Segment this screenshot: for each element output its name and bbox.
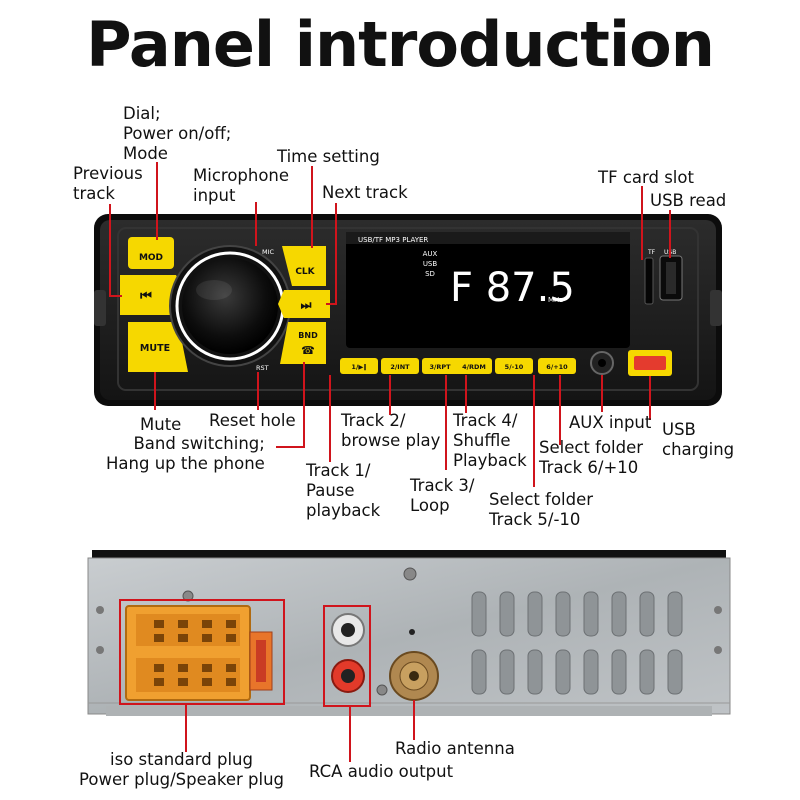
- label-tf-card-slot: TF card slot: [598, 168, 694, 187]
- bnd-button: BND ☎: [280, 322, 326, 364]
- button-4-label: 4/RDM: [462, 363, 486, 371]
- vent-slots: [471, 591, 683, 695]
- rst-mark: RST: [256, 364, 269, 372]
- page-title: Panel introduction: [86, 8, 715, 81]
- bnd-button-label: BND: [298, 331, 318, 340]
- aux-jack: [590, 351, 614, 375]
- next-icon: ⏭: [301, 298, 312, 312]
- mode-button-label: MOD: [139, 253, 163, 263]
- label-track1: Track 1/ Pause playback: [306, 461, 381, 520]
- label-usb-read: USB read: [650, 191, 727, 210]
- clk-button: CLK: [282, 246, 326, 286]
- device-label: USB/TF MP3 PLAYER: [358, 236, 428, 244]
- label-mute: Mute: [140, 415, 182, 434]
- display-source-sd: SD: [425, 270, 435, 278]
- label-usb-charging: USB charging: [662, 420, 735, 459]
- button-3-label: 3/RPT: [429, 363, 451, 371]
- label-track2: Track 2/ browse play: [341, 411, 441, 450]
- display-source-usb: USB: [423, 260, 438, 268]
- tf-slot: TF: [644, 249, 656, 305]
- label-previous-track: Previous track: [73, 164, 143, 203]
- usb-charging-port: [628, 350, 672, 376]
- phone-hangup-icon: ☎: [301, 344, 315, 357]
- mic-mark: MIC: [262, 248, 275, 256]
- display-frequency: F 87.5: [450, 265, 575, 311]
- number-buttons: 1/▶‖ 2/INT 3/RPT 4/RDM 5/-10 6/+10: [340, 358, 576, 374]
- label-track3: Track 3/ Loop: [410, 476, 475, 515]
- rca-jacks: [331, 613, 365, 693]
- display: USB/TF MP3 PLAYER AUX USB SD F 87.5 MHz: [346, 232, 630, 348]
- next-button: ⏭: [278, 290, 330, 318]
- volume-knob: [169, 245, 291, 367]
- front-annotation-lines: [109, 162, 671, 487]
- clk-button-label: CLK: [295, 267, 315, 277]
- display-source-aux: AUX: [423, 250, 438, 258]
- mute-button-label: MUTE: [140, 343, 170, 354]
- label-select5: Select folder Track 5/-10: [489, 490, 594, 529]
- label-track4: Track 4/ Shuffle Playback: [453, 411, 527, 470]
- antenna-socket: [389, 651, 439, 701]
- previous-icon: ⏮: [140, 289, 152, 304]
- button-2-label: 2/INT: [390, 363, 410, 371]
- iso-plug: [125, 605, 273, 701]
- button-1-label: 1/▶‖: [351, 363, 366, 372]
- tf-mark: TF: [647, 249, 656, 256]
- label-microphone: Microphone input: [193, 166, 290, 205]
- label-time-setting: Time setting: [277, 147, 380, 166]
- label-dial: Dial; Power on/off; Mode: [123, 104, 232, 163]
- mute-button: MUTE: [128, 322, 188, 372]
- label-next-track: Next track: [322, 183, 408, 202]
- label-rca-output: RCA audio output: [309, 762, 454, 781]
- display-unit: MHz: [548, 296, 563, 304]
- label-reset-hole: Reset hole: [209, 411, 296, 430]
- label-radio-antenna: Radio antenna: [395, 739, 515, 758]
- label-band-switching: Band switching; Hang up the phone: [106, 434, 265, 473]
- mode-button: MOD: [128, 237, 174, 269]
- rear-annotation-lines: [119, 599, 415, 762]
- button-5-label: 5/-10: [505, 363, 524, 371]
- button-6-label: 6/+10: [546, 363, 568, 371]
- label-iso-plug: iso standard plug Power plug/Speaker plu…: [79, 750, 285, 789]
- label-aux-input: AUX input: [569, 413, 652, 432]
- label-select6: Select folder Track 6/+10: [539, 438, 644, 477]
